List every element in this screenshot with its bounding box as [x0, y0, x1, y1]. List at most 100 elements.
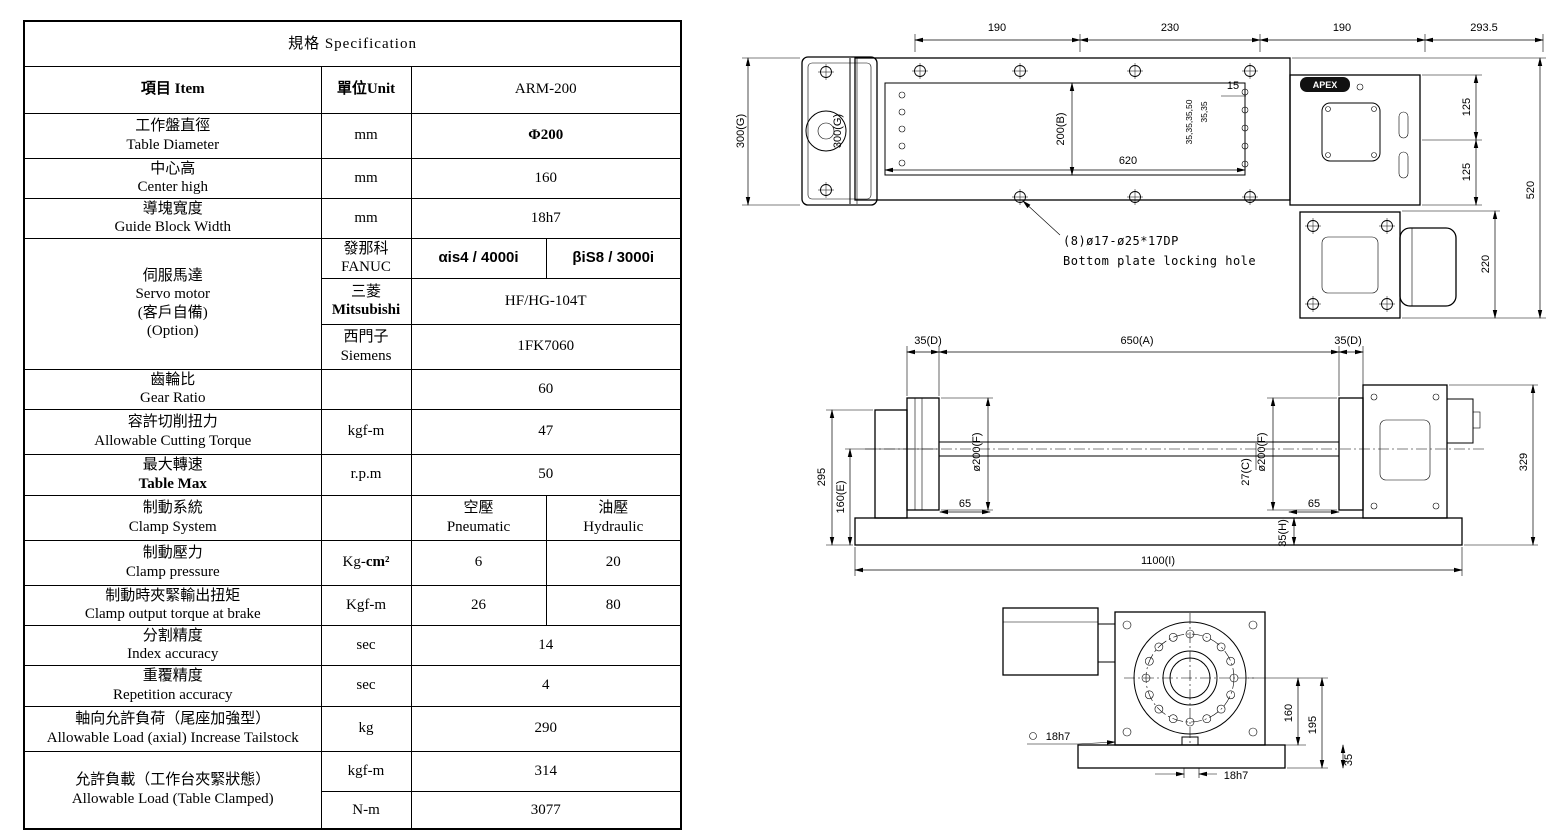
label-en: Table Diameter	[126, 136, 220, 153]
unit-guide-block: mm	[320, 197, 412, 239]
row-label-servo-motor: 伺服馬達 Servo motor (客戶自備) (Option)	[23, 237, 322, 370]
table-row: 中心高 Center high mm 160	[23, 157, 682, 199]
unit-siemens: 西門子 Siemens	[320, 323, 412, 370]
label-en: Clamp output torque at brake	[84, 606, 261, 622]
note-hole-spec: (8)ø17-ø25*17DP	[1063, 234, 1179, 248]
note-hole-desc: Bottom plate locking hole	[1063, 254, 1256, 268]
apex-logo	[1300, 77, 1350, 92]
dim-620: 620	[1119, 155, 1137, 167]
unit-sup: cm²	[365, 554, 390, 571]
label-en: Clamp pressure	[125, 563, 220, 580]
unit-allowable-load-kgfm: kgf-m	[320, 750, 412, 792]
dim-1100i: 1100(I)	[1141, 555, 1175, 567]
row-label-center-high: 中心高 Center high	[23, 157, 322, 199]
col-header-unit: 單位Unit	[320, 65, 412, 114]
table-row: 容許切削扭力 Allowable Cutting Torque kgf-m 47	[23, 408, 682, 455]
label-zh: 制動時夾緊輸出扭矩	[105, 587, 241, 604]
label-en: Clamp System	[128, 518, 217, 535]
value-cutting-torque: 47	[410, 408, 682, 455]
label-en: Center high	[137, 179, 208, 195]
hole-pattern-right	[1241, 88, 1249, 168]
value-allowable-load-nm: 3077	[410, 790, 682, 830]
value-fanuc-1: αis4 / 4000i	[410, 237, 547, 279]
unit-clamp-pressure: Kg-cm²	[320, 539, 412, 586]
base-plate	[854, 517, 1463, 546]
table-title: 規格 Specification	[23, 20, 682, 67]
table-row: 工作盤直徑 Table Diameter mm Φ200	[23, 112, 682, 159]
dim-300g-left: 300(G)	[735, 114, 747, 148]
label-zh: 齒輪比	[150, 371, 196, 388]
label-zh: 制動壓力	[142, 545, 203, 562]
front-base	[1077, 744, 1286, 769]
hole-pattern-left	[898, 91, 906, 167]
table-row: N-m 3077	[24, 790, 682, 830]
table-row: 重覆精度 Repetition accuracy sec 4	[23, 664, 682, 707]
dim-125-bottom: 125	[1461, 163, 1473, 181]
dim-520: 520	[1525, 181, 1537, 199]
row-label-clamp-torque: 制動時夾緊輸出扭矩 Clamp output torque at brake	[23, 584, 322, 626]
dim-160: 160	[1283, 704, 1295, 722]
dim-hole-spacing-2: 35,35	[1199, 101, 1209, 123]
label-option-zh: (客戶自備)	[137, 304, 208, 321]
value-table-max: 50	[410, 453, 682, 496]
row-label-allowable-load: 允許負載（工作台夾緊狀態） Allowable Load (Table Clam…	[23, 750, 322, 830]
label-zh: 工作盤直徑	[135, 118, 211, 135]
value-axial-load: 290	[410, 705, 682, 752]
unit-clamp-torque: Kgf-m	[320, 584, 412, 626]
table-row: 齒輪比 Gear Ratio 60	[23, 368, 682, 410]
value-fanuc-2: βiS8 / 3000i	[545, 237, 682, 279]
technical-drawings: APEX 190 230 190 293.5 300(G)	[735, 22, 1546, 782]
dim-15: 15	[1227, 80, 1239, 92]
dim-295: 295	[816, 468, 828, 486]
unit-fanuc: 發那科 FANUC	[320, 237, 412, 279]
value-siemens: 1FK7060	[410, 323, 682, 370]
side-view	[854, 384, 1485, 546]
label-zh: 重覆精度	[142, 668, 203, 685]
front-motor-box	[1002, 607, 1099, 676]
table-row: 制動系統 Clamp System 空壓 Pneumatic 油壓 Hydrau…	[23, 494, 682, 541]
row-label-repetition-accuracy: 重覆精度 Repetition accuracy	[23, 664, 322, 707]
value-center-high: 160	[410, 157, 682, 199]
top-view-dimensions: 190 230 190 293.5 300(G) 300(G) 200(B) 6…	[735, 22, 1546, 319]
table-row: 最大轉速 Table Max r.p.m 50	[23, 453, 682, 496]
row-label-clamp-system: 制動系統 Clamp System	[23, 494, 322, 541]
row-label-axial-load: 軸向允許負荷（尾座加強型） Allowable Load (axial) Inc…	[23, 705, 322, 752]
label-en: Allowable Load (Table Clamped)	[71, 790, 274, 807]
unit-gear-ratio	[320, 368, 412, 410]
label-zh: 容許切削扭力	[127, 414, 218, 431]
front-view-dimensions: 18h7 160 195 18h7 35	[1027, 677, 1355, 782]
brand-en: Mitsubishi	[331, 302, 401, 318]
value-clamp-hydraulic: 油壓 Hydraulic	[545, 494, 682, 541]
label-en: Servo motor	[135, 286, 211, 303]
row-label-table-max: 最大轉速 Table Max	[23, 453, 322, 496]
label-en: Allowable Cutting Torque	[94, 432, 252, 449]
unit-mitsubishi: 三菱 Mitsubishi	[320, 277, 412, 325]
unit-cutting-torque: kgf-m	[320, 408, 412, 455]
dim-160e: 160(E)	[835, 480, 847, 513]
label-zh: 伺服馬達	[142, 267, 203, 284]
value-clamp-pressure-hydraulic: 20	[545, 539, 682, 586]
dim-18h7-left: 18h7	[1046, 731, 1070, 743]
value-clamp-pneumatic: 空壓 Pneumatic	[410, 494, 547, 541]
row-label-index-accuracy: 分割精度 Index accuracy	[23, 624, 322, 666]
dim-18h7-bottom: 18h7	[1224, 770, 1248, 782]
brand-en: Siemens	[340, 347, 392, 364]
dim-200b: 200(B)	[1055, 112, 1067, 145]
dim-293-5: 293.5	[1470, 22, 1498, 34]
label-zh: 制動系統	[142, 500, 203, 517]
specification-table: 規格 Specification 項目 Item 單位Unit ARM-200 …	[23, 20, 683, 830]
value-allowable-load-kgfm: 314	[410, 750, 682, 792]
col-header-model: ARM-200	[410, 65, 682, 114]
table-row: 三菱 Mitsubishi HF/HG-104T	[24, 277, 682, 325]
value-zh: 油壓	[598, 500, 629, 517]
label-zh: 中心高	[150, 160, 196, 177]
tailstock-body	[1362, 384, 1448, 519]
label-zh: 軸向允許負荷（尾座加強型）	[75, 711, 271, 728]
table-row: 允許負載（工作台夾緊狀態） Allowable Load (Table Clam…	[23, 750, 682, 830]
unit-text: Kg-	[342, 554, 366, 571]
unit-repetition-accuracy: sec	[320, 664, 412, 707]
row-label-cutting-torque: 容許切削扭力 Allowable Cutting Torque	[23, 408, 322, 455]
brand-zh: 西門子	[343, 329, 389, 346]
dim-190-right: 190	[1333, 22, 1351, 34]
value-en: Pneumatic	[446, 518, 511, 535]
